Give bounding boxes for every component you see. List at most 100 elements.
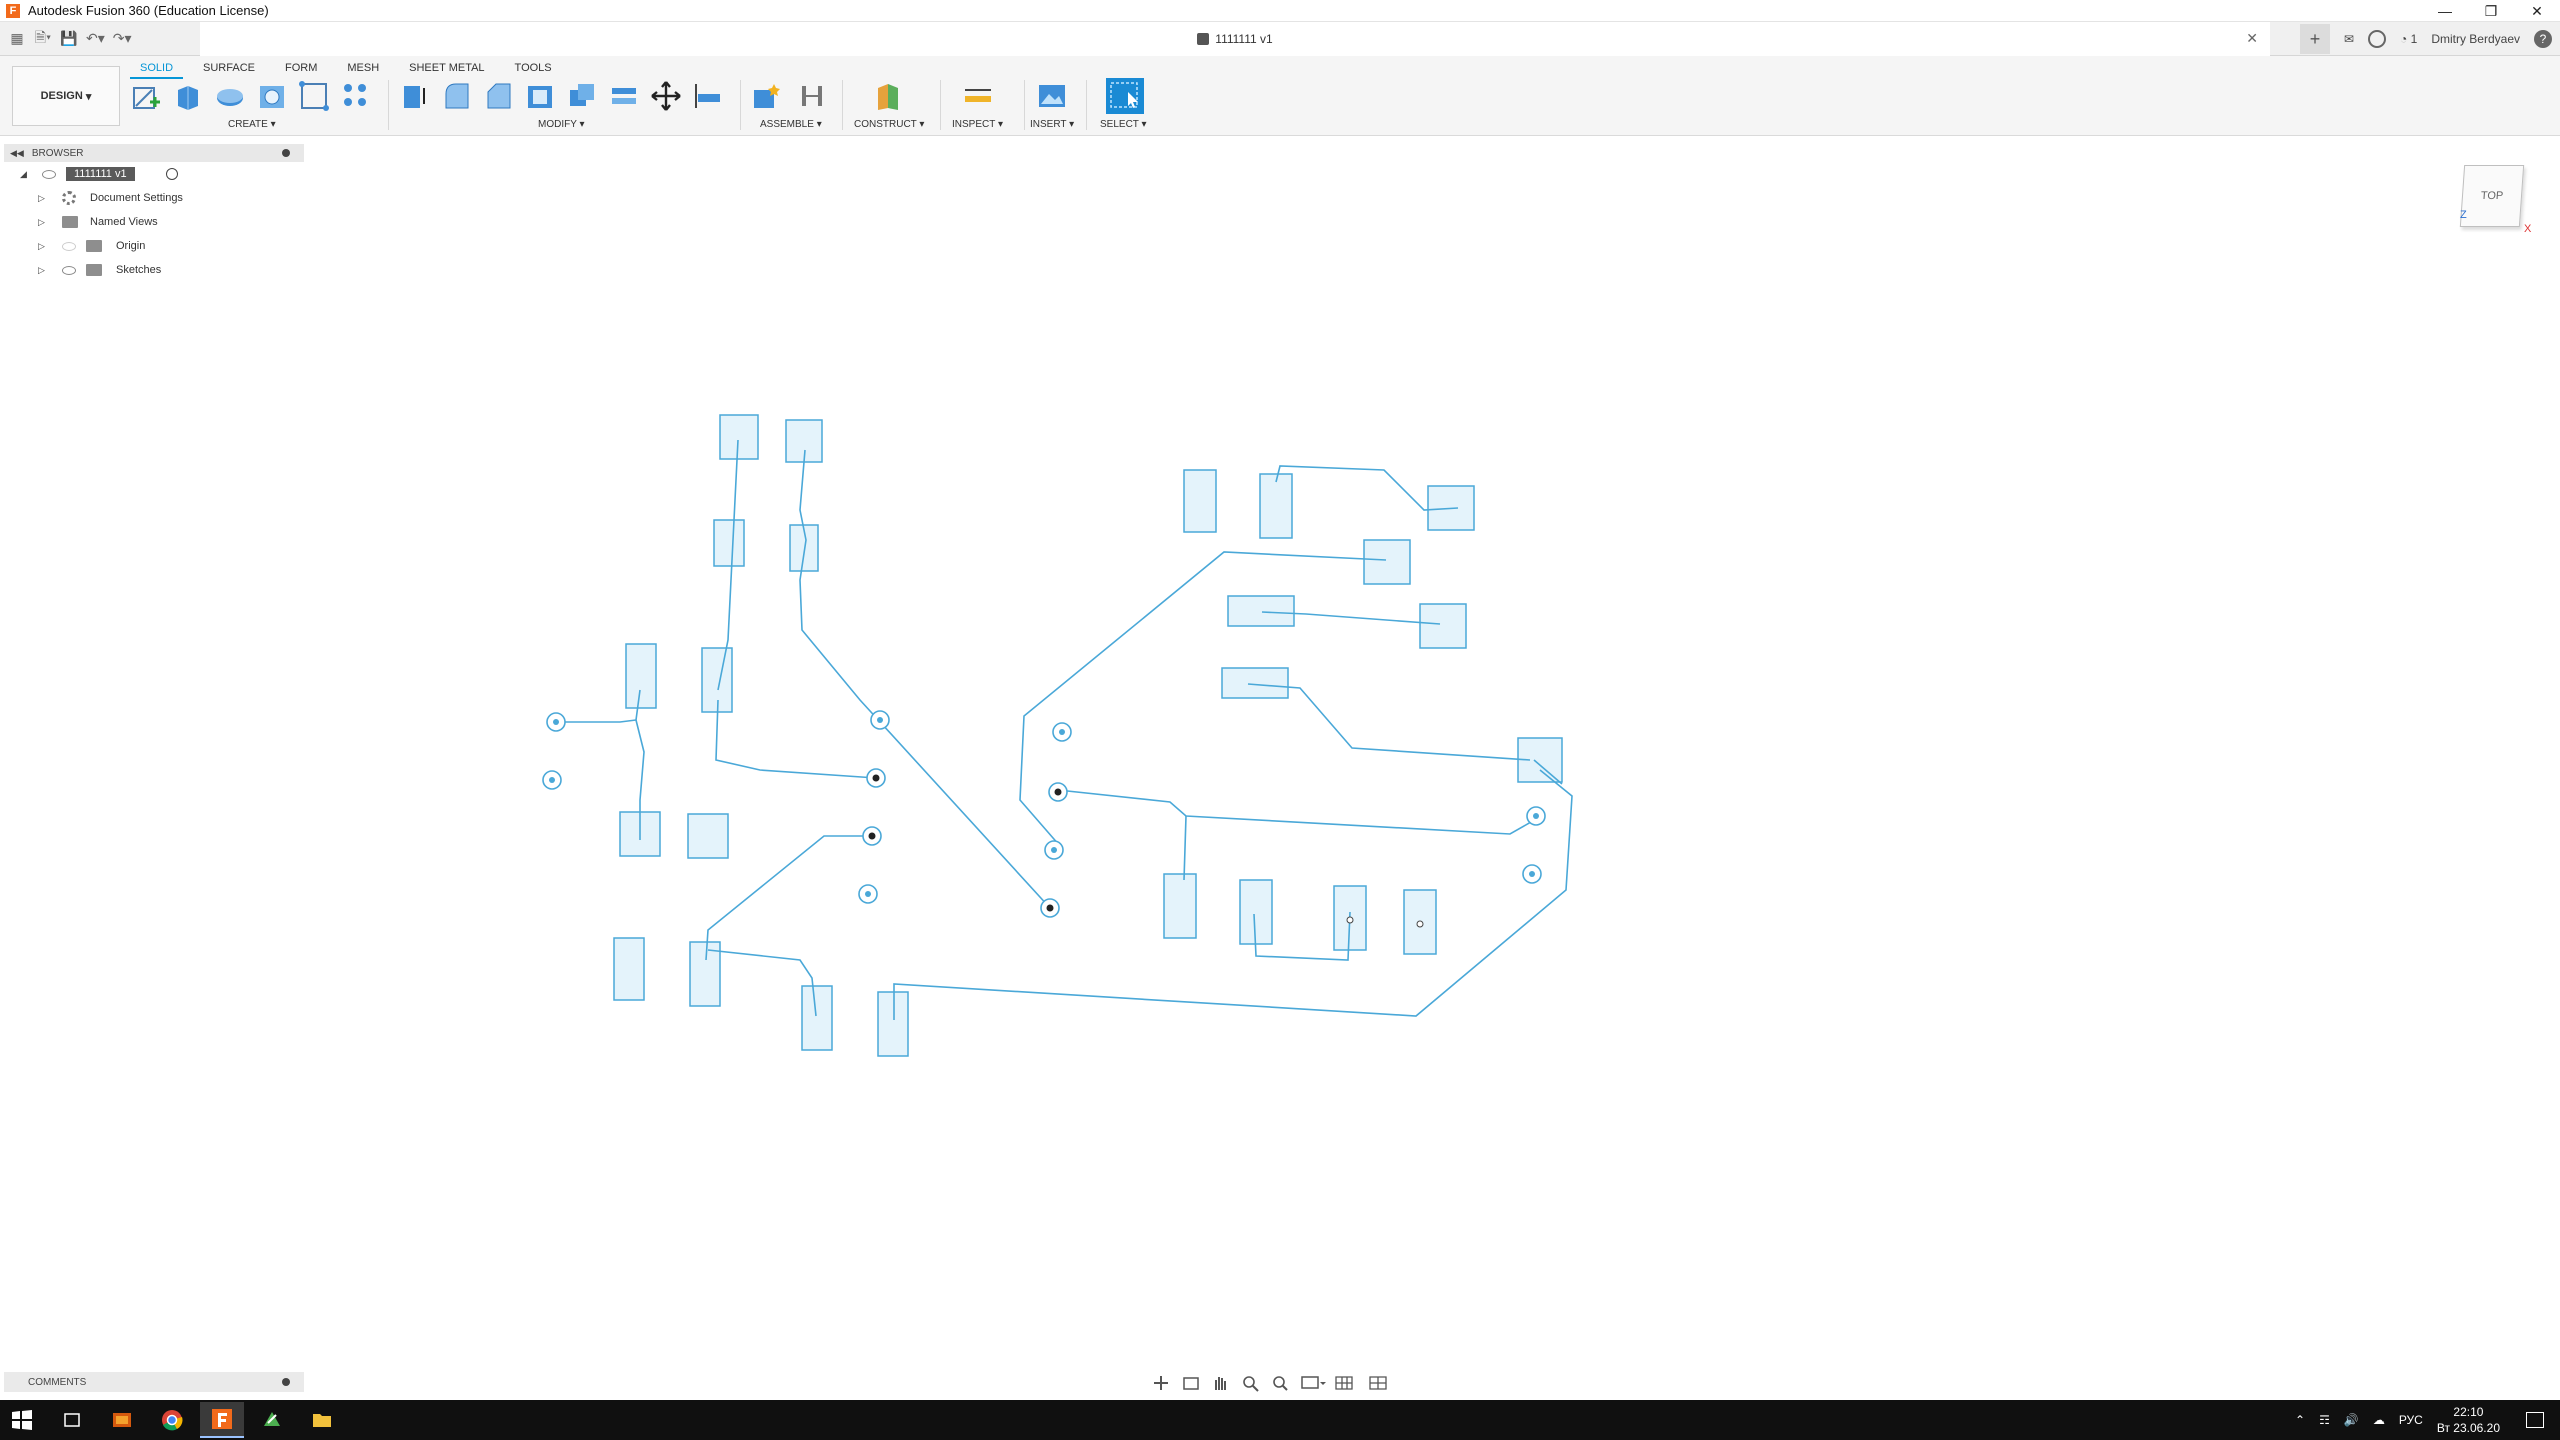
viewports-icon[interactable]: [1368, 1374, 1394, 1392]
hidden-eye-icon[interactable]: [62, 241, 76, 251]
sketch-trace[interactable]: [1261, 611, 1441, 625]
extensions-icon[interactable]: [2368, 30, 2387, 48]
close-button[interactable]: ✕: [2531, 2, 2543, 19]
measure-icon[interactable]: [962, 80, 994, 112]
display-settings-icon[interactable]: [1300, 1374, 1326, 1392]
select-menu[interactable]: SELECT ▾: [1100, 119, 1147, 130]
tab-tools[interactable]: TOOLS: [514, 62, 552, 74]
canvas-viewport[interactable]: TOP Z X: [0, 137, 2560, 1377]
offset-face-icon[interactable]: [608, 80, 640, 112]
sketch-pad[interactable]: [689, 941, 721, 1007]
sketch-trace[interactable]: [1253, 911, 1351, 961]
zoom-icon[interactable]: [1240, 1374, 1262, 1392]
sketch-pad[interactable]: [877, 991, 909, 1057]
sketch-pad[interactable]: [801, 985, 833, 1051]
select-icon[interactable]: [1106, 78, 1144, 114]
sketch-pad[interactable]: [1183, 469, 1217, 533]
sketch-pad[interactable]: [1163, 873, 1197, 939]
browser-item-document-settings[interactable]: ▷ Document Settings: [4, 186, 304, 210]
comments-panel[interactable]: COMMENTS: [4, 1372, 304, 1392]
zoom-window-icon[interactable]: [1270, 1374, 1292, 1392]
expand-icon[interactable]: ▷: [38, 264, 45, 275]
hole-icon[interactable]: [256, 80, 288, 112]
extrude-icon[interactable]: [172, 80, 204, 112]
pan-hand-icon[interactable]: [1210, 1374, 1232, 1392]
sketch-pad[interactable]: [719, 414, 759, 460]
insert-image-icon[interactable]: [1036, 80, 1068, 112]
workspace-switcher[interactable]: DESIGN ▾: [12, 66, 120, 126]
move-icon[interactable]: [650, 80, 682, 112]
offset-plane-icon[interactable]: [872, 80, 904, 112]
taskbar-app-icon[interactable]: [100, 1402, 144, 1438]
sketch-trace[interactable]: [635, 719, 645, 840]
combine-icon[interactable]: [566, 80, 598, 112]
assemble-menu[interactable]: ASSEMBLE ▾: [760, 119, 822, 130]
sketch-trace[interactable]: [707, 949, 817, 1017]
tab-solid[interactable]: SOLID: [130, 60, 184, 79]
browser-item-sketches[interactable]: ▷ Sketches: [4, 258, 304, 282]
expand-icon[interactable]: ▷: [38, 240, 45, 251]
visibility-eye-icon[interactable]: [42, 169, 56, 179]
look-at-icon[interactable]: [1180, 1374, 1202, 1392]
windows-start-icon[interactable]: [12, 1410, 32, 1430]
notifications-icon[interactable]: ✉: [2343, 32, 2355, 46]
sketch-point[interactable]: [1416, 920, 1424, 928]
shell-icon[interactable]: [524, 80, 556, 112]
sketch-pad[interactable]: [613, 937, 645, 1001]
sketch-pad[interactable]: [1221, 667, 1289, 699]
orbit-icon[interactable]: [1150, 1374, 1172, 1392]
revolve-icon[interactable]: [214, 80, 246, 112]
align-icon[interactable]: [692, 80, 724, 112]
tab-sheet-metal[interactable]: SHEET METAL: [409, 62, 485, 74]
task-view-icon[interactable]: [50, 1402, 94, 1438]
network-icon[interactable]: ☶: [2319, 1413, 2330, 1427]
sketch-pad[interactable]: [1419, 603, 1467, 649]
sketch-pad[interactable]: [1259, 473, 1293, 539]
user-name[interactable]: Dmitry Berdyaev: [2431, 32, 2520, 46]
data-panel-grid-icon[interactable]: ▦: [10, 30, 24, 46]
volume-icon[interactable]: 🔊: [2343, 1413, 2359, 1427]
sketch-trace[interactable]: [717, 439, 739, 691]
sketch-pad[interactable]: [1227, 595, 1295, 627]
chamfer-icon[interactable]: [482, 80, 514, 112]
insert-menu[interactable]: INSERT ▾: [1030, 119, 1075, 130]
sketch-trace[interactable]: [1183, 815, 1187, 881]
fillet-icon[interactable]: [440, 80, 472, 112]
expand-icon[interactable]: ▷: [38, 192, 45, 203]
press-pull-icon[interactable]: [398, 80, 430, 112]
onedrive-cloud-icon[interactable]: ☁: [2372, 1413, 2385, 1427]
browser-item-named-views[interactable]: ▷ Named Views: [4, 210, 304, 234]
chrome-icon[interactable]: [150, 1402, 194, 1438]
sketch-trace[interactable]: [715, 699, 877, 779]
sketch-pad[interactable]: [1363, 539, 1411, 585]
create-menu[interactable]: CREATE ▾: [228, 119, 276, 130]
browser-root-row[interactable]: ◢ 1111111 v1: [4, 162, 304, 186]
collapse-browser-icon[interactable]: ◀◀: [10, 147, 24, 158]
browser-item-origin[interactable]: ▷ Origin: [4, 234, 304, 258]
sketch-trace[interactable]: [556, 689, 641, 723]
joint-icon[interactable]: [796, 80, 828, 112]
restore-button[interactable]: ❐: [2484, 2, 2498, 19]
tab-form[interactable]: FORM: [284, 62, 318, 74]
document-tab[interactable]: 1111111 v1 ✕: [200, 22, 2270, 56]
close-tab-icon[interactable]: ✕: [2246, 30, 2258, 46]
sketch-pad[interactable]: [687, 813, 729, 859]
activate-radio-icon[interactable]: [166, 168, 178, 180]
input-language[interactable]: РУС: [2398, 1413, 2423, 1427]
file-menu-icon[interactable]: 🗎▾: [34, 28, 52, 45]
redo-icon[interactable]: ↷▾: [112, 30, 132, 46]
expand-icon[interactable]: ▷: [38, 216, 45, 227]
sketch-canvas[interactable]: [0, 137, 2560, 1377]
create-sketch-icon[interactable]: [130, 80, 162, 112]
system-clock[interactable]: 22:10 Вт 23.06.20: [2437, 1404, 2500, 1436]
grid-settings-icon[interactable]: [1334, 1374, 1360, 1392]
visibility-eye-icon[interactable]: [62, 265, 76, 275]
add-comment-icon[interactable]: [282, 1378, 290, 1386]
action-center-icon[interactable]: [2526, 1412, 2544, 1428]
file-explorer-icon[interactable]: [300, 1402, 344, 1438]
rectangular-pattern-icon[interactable]: [298, 80, 330, 112]
minimize-button[interactable]: —: [2438, 3, 2452, 19]
sketch-trace[interactable]: [1275, 465, 1459, 511]
construct-menu[interactable]: CONSTRUCT ▾: [854, 119, 925, 130]
tray-expand-icon[interactable]: ⌃: [2295, 1413, 2306, 1427]
